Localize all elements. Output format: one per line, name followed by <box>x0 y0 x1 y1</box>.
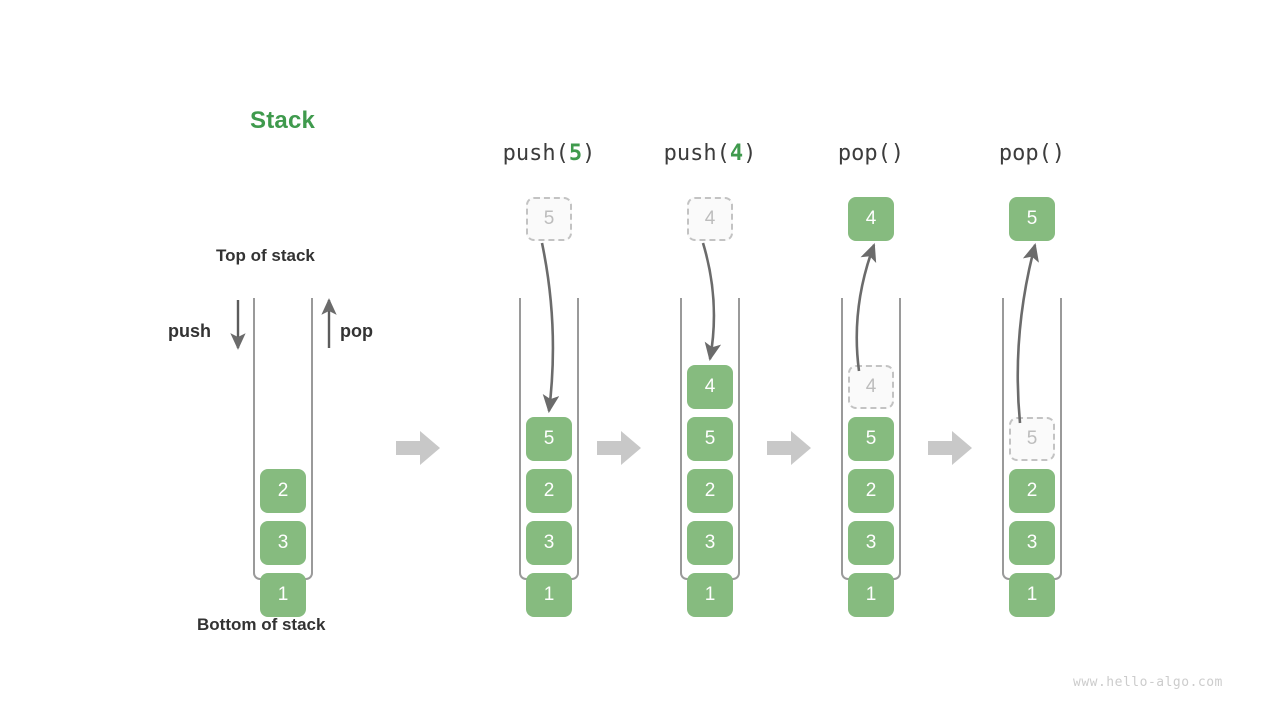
watermark: www.hello-algo.com <box>1073 675 1223 690</box>
stack-box-step-1-3: 3 <box>526 521 572 565</box>
right-arrow-icon <box>396 431 440 465</box>
floating-box-step-3: 4 <box>848 197 894 241</box>
stack-box-step-1-2: 2 <box>526 469 572 513</box>
header-prefix: push( <box>502 141 569 166</box>
floating-box-step-1: 5 <box>526 197 572 241</box>
stack-box-step-3-1: 1 <box>848 573 894 617</box>
pop-label: pop <box>340 321 373 341</box>
right-arrow-icon <box>767 431 811 465</box>
header-prefix: push( <box>663 141 730 166</box>
header-suffix: ) <box>743 141 757 166</box>
right-arrow-icon <box>928 431 972 465</box>
operation-header-2: push(4) <box>610 141 810 166</box>
floating-box-step-2: 4 <box>687 197 733 241</box>
stack-box-step-4-3: 3 <box>1009 521 1055 565</box>
stack-box-step-1-5: 5 <box>526 417 572 461</box>
header-argument: 5 <box>568 141 583 166</box>
push-label: push <box>168 321 211 341</box>
header-suffix: ) <box>1051 141 1066 166</box>
initial-stack-box-3: 3 <box>260 521 306 565</box>
stack-box-step-4-2: 2 <box>1009 469 1055 513</box>
top-of-stack-label: Top of stack <box>216 246 315 265</box>
header-suffix: ) <box>890 141 905 166</box>
stack-box-step-2-5: 5 <box>687 417 733 461</box>
header-suffix: ) <box>582 141 596 166</box>
stack-box-step-2-4: 4 <box>687 365 733 409</box>
stack-box-step-3-5: 5 <box>848 417 894 461</box>
stack-box-step-4-5: 5 <box>1009 417 1055 461</box>
stack-box-step-3-4: 4 <box>848 365 894 409</box>
header-prefix: pop( <box>998 141 1052 166</box>
floating-box-step-4: 5 <box>1009 197 1055 241</box>
stack-box-step-2-3: 3 <box>687 521 733 565</box>
header-argument: 4 <box>729 141 744 166</box>
page-title: Stack <box>250 107 316 134</box>
stack-box-step-3-2: 2 <box>848 469 894 513</box>
stack-box-step-3-3: 3 <box>848 521 894 565</box>
stack-box-step-4-1: 1 <box>1009 573 1055 617</box>
stack-box-step-2-2: 2 <box>687 469 733 513</box>
header-prefix: pop( <box>837 141 891 166</box>
operation-header-4: pop() <box>932 141 1132 166</box>
stack-box-step-1-1: 1 <box>526 573 572 617</box>
bottom-of-stack-label: Bottom of stack <box>197 615 326 634</box>
operation-header-3: pop() <box>771 141 971 166</box>
operation-header-1: push(5) <box>449 141 649 166</box>
initial-stack-box-2: 2 <box>260 469 306 513</box>
right-arrow-icon <box>597 431 641 465</box>
stack-box-step-2-1: 1 <box>687 573 733 617</box>
initial-stack-box-1: 1 <box>260 573 306 617</box>
